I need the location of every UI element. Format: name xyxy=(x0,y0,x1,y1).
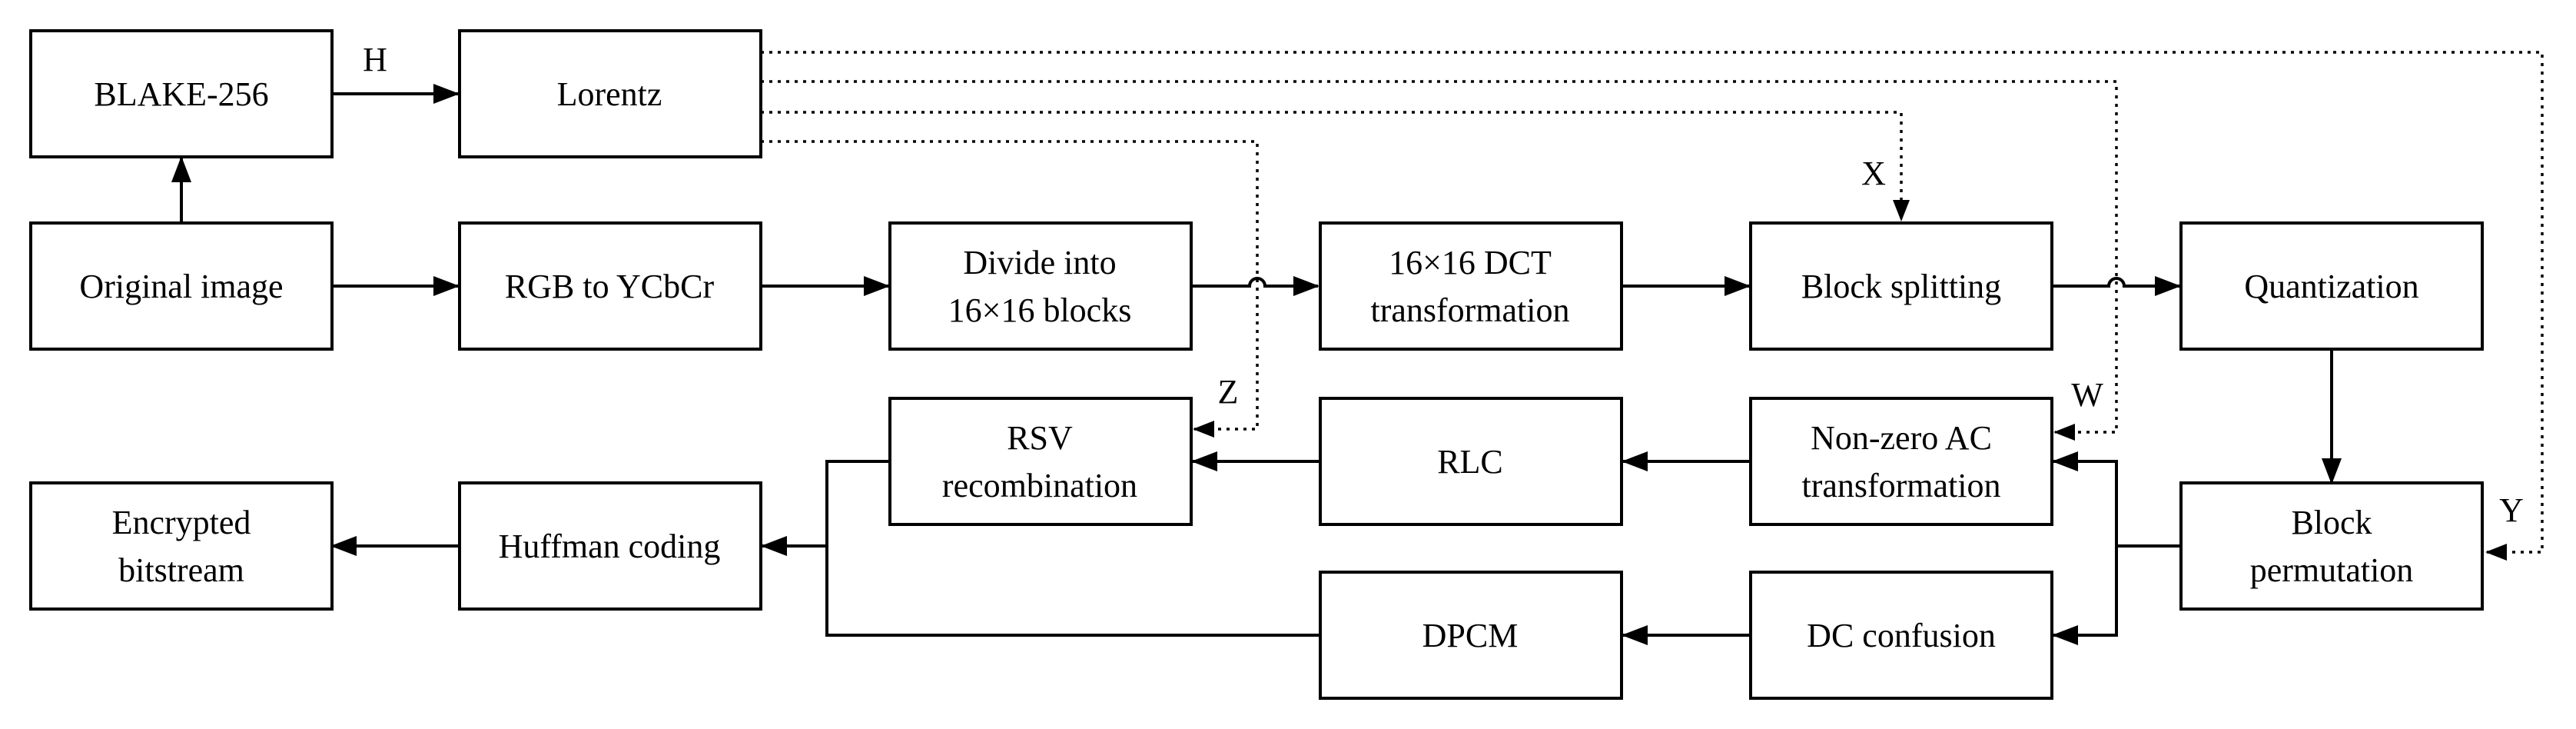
edge-permute-nonzero xyxy=(2052,451,2118,546)
label-y: Y xyxy=(2499,491,2524,529)
edge-permute-dc xyxy=(2052,546,2118,645)
node-label-line: RGB to YCbCr xyxy=(505,268,715,305)
label-w: W xyxy=(2071,376,2103,414)
node-dpcm: DPCM xyxy=(1319,571,1623,700)
node-label-line: Block splitting xyxy=(1801,268,2001,305)
node-label-line: Encrypted xyxy=(112,504,251,541)
node-encrypted-bitstream: Encrypted bitstream xyxy=(29,481,334,611)
node-rsv-recombination: RSV recombination xyxy=(888,397,1193,526)
node-quantization: Quantization xyxy=(2179,221,2484,351)
node-label-line: 16×16 DCT xyxy=(1389,244,1552,281)
node-label-line: Lorentz xyxy=(557,75,662,113)
node-label-line: Huffman coding xyxy=(499,528,721,565)
node-rlc: RLC xyxy=(1319,397,1623,526)
node-label-line: RSV xyxy=(1007,419,1073,457)
node-label-line: transformation xyxy=(1370,291,1569,329)
node-label-line: permutation xyxy=(2250,551,2414,589)
node-label-line: RLC xyxy=(1437,443,1503,481)
node-label-line: Non-zero AC xyxy=(1811,419,1992,457)
node-divide-blocks: Divide into 16×16 blocks xyxy=(888,221,1193,351)
node-label-line: 16×16 blocks xyxy=(948,291,1132,329)
node-label-line: DC confusion xyxy=(1807,617,1996,654)
node-label-line: recombination xyxy=(942,467,1137,504)
node-blake-256: BLAKE-256 xyxy=(29,29,334,158)
node-block-permutation: Block permutation xyxy=(2179,481,2484,611)
node-label-line: DPCM xyxy=(1422,617,1519,654)
node-label-line: Quantization xyxy=(2244,268,2418,305)
key-connectors xyxy=(761,51,2544,561)
node-label-line: transformation xyxy=(1801,467,2000,504)
node-label-line: Divide into xyxy=(963,244,1116,281)
label-x: X xyxy=(1861,155,1886,192)
node-original-image: Original image xyxy=(29,221,334,351)
edge-key-y xyxy=(761,51,2544,561)
node-dc-confusion: DC confusion xyxy=(1749,571,2053,700)
edge-split-quant xyxy=(2052,276,2181,296)
solid-connectors xyxy=(171,84,2342,645)
node-huffman-coding: Huffman coding xyxy=(458,481,762,611)
node-label-line: BLAKE-256 xyxy=(94,75,268,113)
edge-divide-dct xyxy=(1191,276,1320,296)
edge-key-z xyxy=(761,140,1259,438)
label-h: H xyxy=(363,41,387,78)
edge-rsv-merge xyxy=(825,460,1319,637)
node-label-line: Original image xyxy=(79,268,283,305)
node-block-splitting: Block splitting xyxy=(1749,221,2053,351)
node-rgb-to-ycbcr: RGB to YCbCr xyxy=(458,221,762,351)
edge-key-x xyxy=(761,111,1910,221)
label-z: Z xyxy=(1218,373,1239,411)
node-label-line: bitstream xyxy=(118,551,244,589)
edge-key-w xyxy=(761,80,2118,441)
node-label-line: Block xyxy=(2291,504,2372,541)
node-nonzero-ac: Non-zero AC transformation xyxy=(1749,397,2053,526)
node-lorentz: Lorentz xyxy=(458,29,762,158)
node-dct-transformation: 16×16 DCT transformation xyxy=(1319,221,1623,351)
